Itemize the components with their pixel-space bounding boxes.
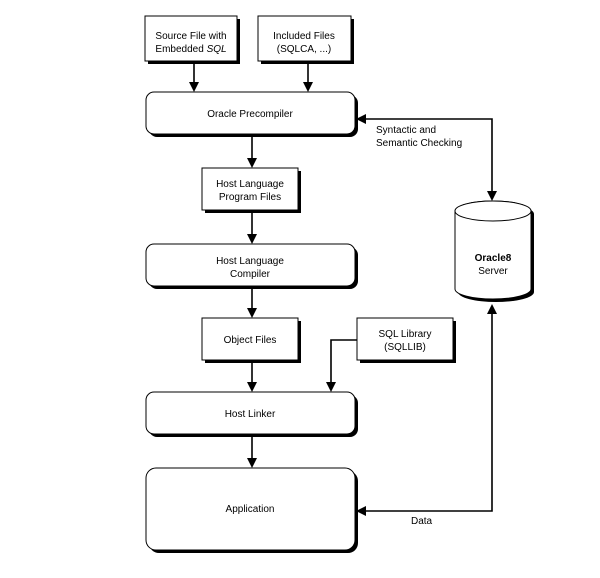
oracle8-server-line1: Oracle8 (475, 253, 512, 264)
host-linker-node: Host Linker (145, 391, 358, 437)
arrow-object-files-to-linker (247, 363, 257, 392)
source-file-line1: Source File with (155, 31, 226, 42)
host-language-compiler-node: Host Language Compiler (145, 243, 358, 289)
arrow-sql-library-to-linker (326, 339, 357, 392)
oracle8-server-line2: Server (478, 266, 508, 277)
sql-library-line2: (SQLLIB) (384, 342, 426, 353)
sql-library-node: SQL Library (SQLLIB) (356, 317, 456, 363)
host-language-program-files-node: Host Language Program Files (201, 167, 301, 213)
application-node: Application (145, 467, 358, 553)
sql-library-line1: SQL Library (379, 329, 432, 340)
source-file-line2-prefix: Embedded (155, 44, 206, 55)
object-files-node: Object Files (201, 317, 301, 363)
included-files-node: Included Files (SQLCA, ...) (257, 15, 354, 64)
arrow-compiler-to-object-files (247, 289, 257, 318)
oracle-precompiler-node: Oracle Precompiler (145, 91, 358, 137)
source-file-line2-sql: SQL (207, 44, 227, 55)
source-file-line2: Embedded SQL (155, 44, 226, 55)
included-files-line2: (SQLCA, ...) (277, 44, 331, 55)
arrow-linker-to-application (247, 437, 257, 468)
compiler-line1: Host Language (216, 256, 284, 267)
program-files-line2: Program Files (219, 192, 281, 203)
arrow-program-files-to-compiler (247, 213, 257, 244)
application-label: Application (226, 504, 275, 515)
oracle8-server-node: Oracle8 Server (454, 200, 534, 302)
arrow-precompiler-to-program-files (247, 137, 257, 168)
source-file-node: Source File with Embedded SQL (144, 15, 240, 64)
compiler-line2: Compiler (230, 269, 271, 280)
oracle-precompiler-label: Oracle Precompiler (207, 109, 293, 120)
syntactic-checking-line2: Semantic Checking (376, 138, 462, 149)
arrow-source-to-precompiler (189, 64, 199, 92)
included-files-line1: Included Files (273, 31, 335, 42)
syntactic-checking-line1: Syntactic and (376, 125, 436, 136)
data-edge-label: Data (411, 516, 433, 527)
arrow-included-to-precompiler (303, 64, 313, 92)
object-files-label: Object Files (224, 335, 277, 346)
syntactic-checking-edge: Syntactic and Semantic Checking (356, 114, 497, 201)
host-linker-label: Host Linker (225, 409, 276, 420)
data-edge: Data (356, 304, 497, 527)
program-files-line1: Host Language (216, 179, 284, 190)
